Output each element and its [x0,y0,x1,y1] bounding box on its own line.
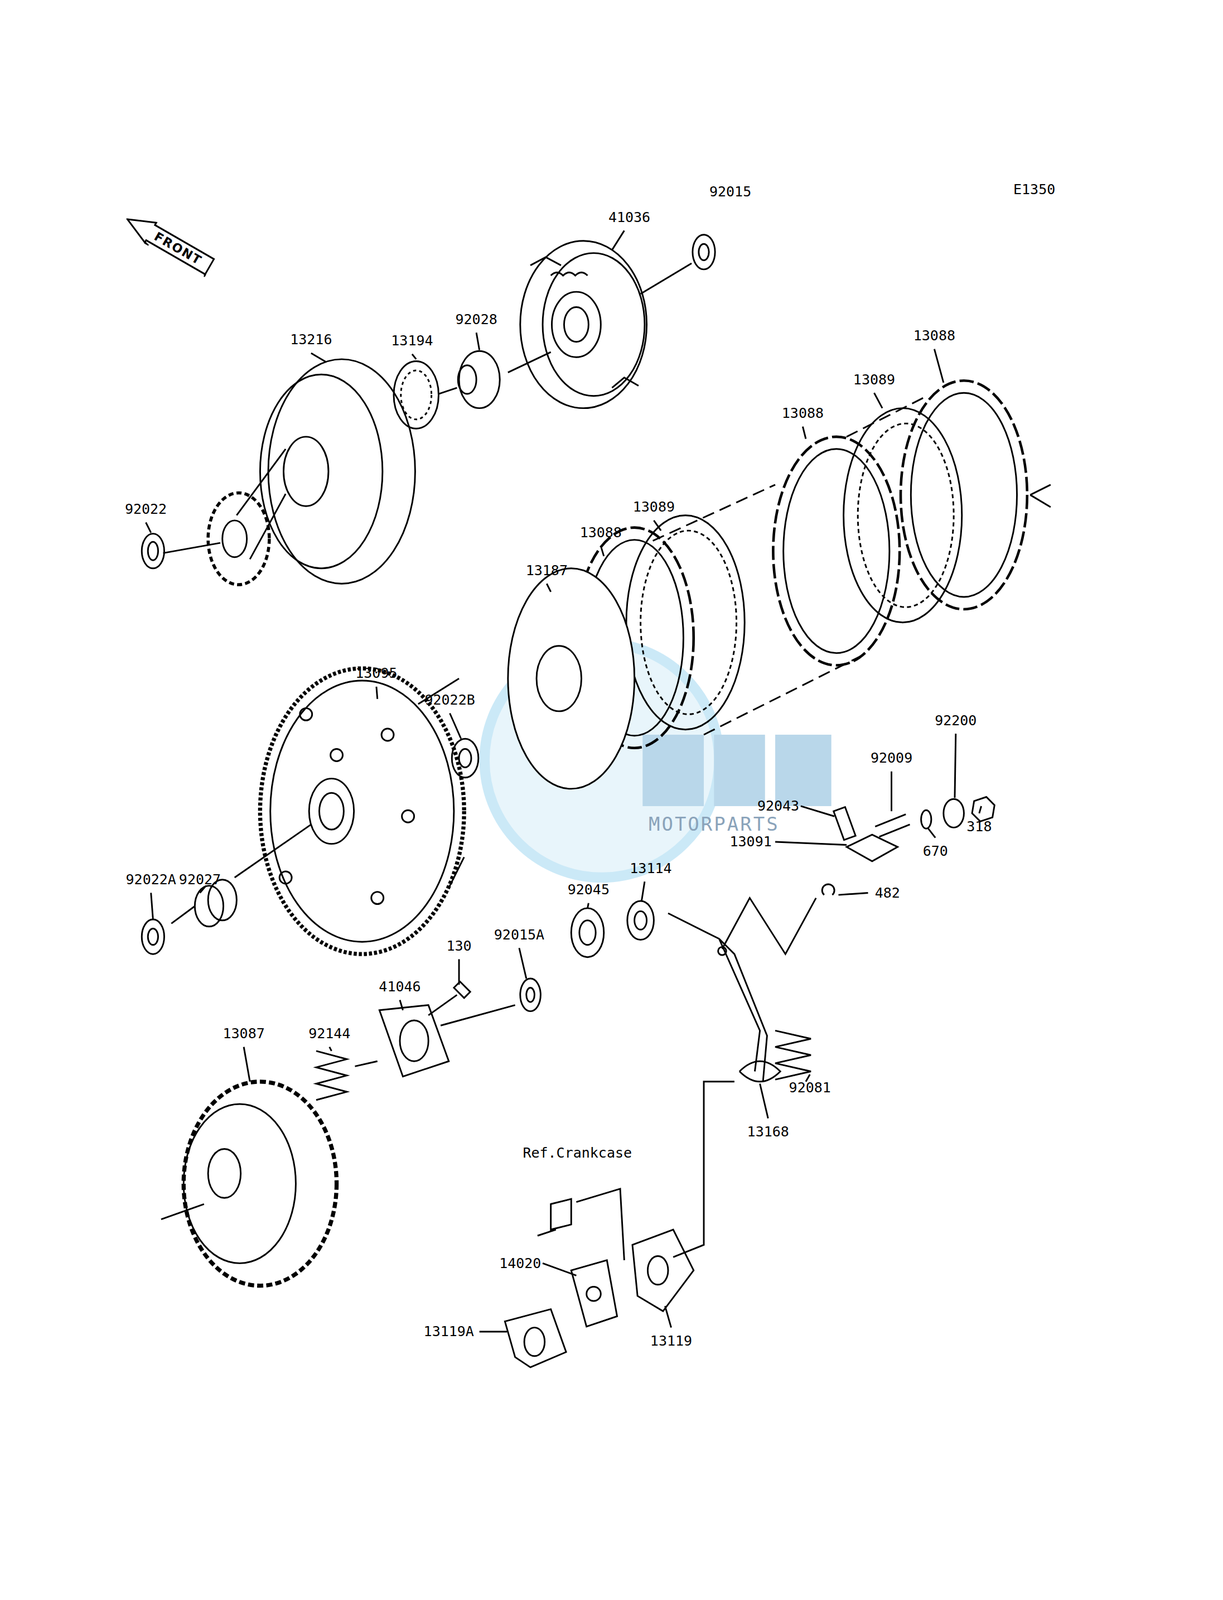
callout-number: 13216 [289,331,332,348]
callout-number: 92015A [494,926,545,943]
callout-number: 13088 [781,405,824,422]
callout-number: 13091 [730,833,772,850]
callout-number: 92144 [308,1025,351,1042]
watermark: MOTORPARTS [648,813,780,835]
callout-number: 92022 [124,501,167,517]
callout-number: 92043 [757,798,800,814]
callout-number: 13089 [853,371,896,388]
callout-number: 92045 [567,881,610,898]
callout-number: 13119 [650,1332,693,1349]
callout-number: 92009 [870,750,913,766]
callout-number: 13114 [629,860,672,877]
callout-number: 318 [966,818,992,835]
callout-number: 13187 [525,562,568,579]
callout-number: 92028 [455,311,498,328]
callout-number: 13095 [355,665,398,681]
callout-number: 13119A [423,1323,475,1339]
callout-number: 92200 [934,712,977,729]
callout-number: 92022B [424,692,475,708]
callout-number: 670 [922,843,949,859]
callout-number: 41036 [608,209,651,226]
callout-number: 92015 [709,184,752,200]
callout-number: 130 [446,938,472,954]
callout-number: 482 [875,885,901,901]
callout-number: 13088 [579,524,622,541]
callout-number: Ref.Crankcase [522,1144,632,1161]
callout-number: 41046 [378,978,421,995]
callout-number: 92027 [179,871,221,888]
callout-number: 13089 [632,499,675,515]
callout-number: 13088 [913,327,956,344]
callout-number: 13194 [390,332,433,349]
callout-number: 92081 [789,1079,831,1096]
callout-number: 92022A [126,871,177,888]
callout-number: 14020 [499,1255,541,1271]
front-arrow: FRONT [119,207,217,278]
callout-number: 13168 [747,1123,790,1140]
callout-number: E1350 [1013,181,1056,198]
callout-number: 13087 [223,1025,265,1042]
